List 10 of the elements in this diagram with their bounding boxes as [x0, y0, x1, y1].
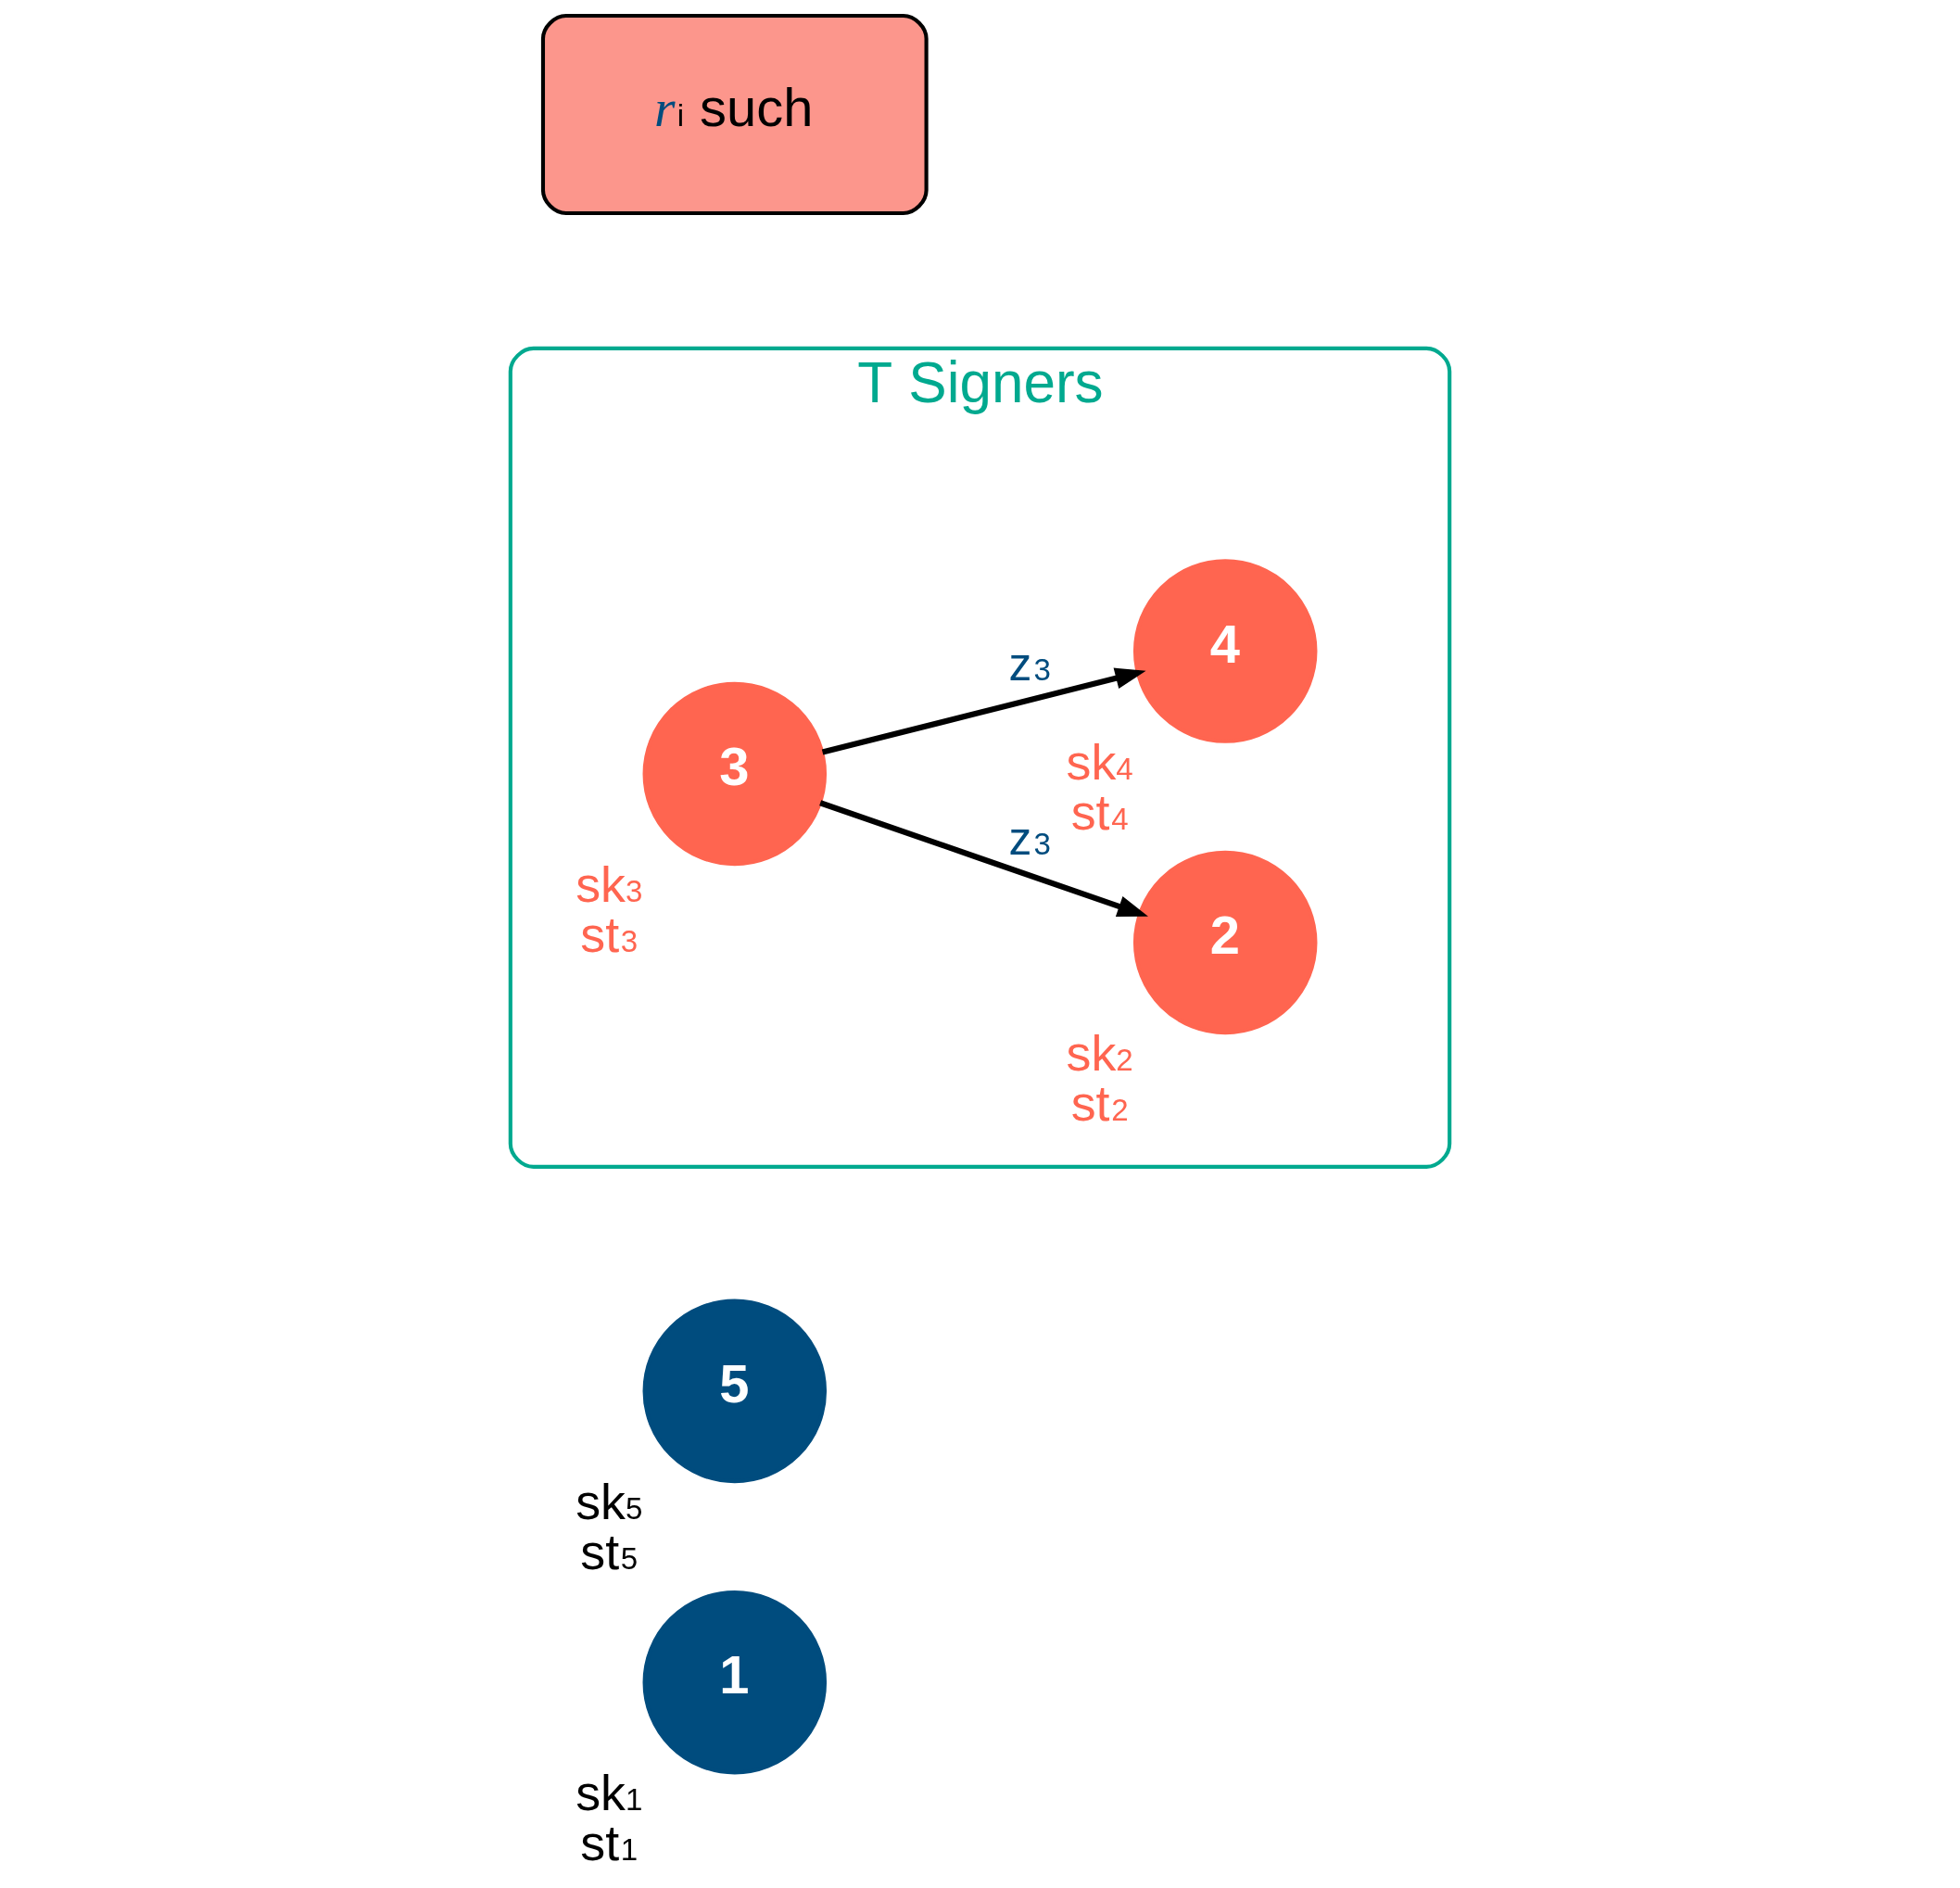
- edge-label: z3: [1008, 813, 1051, 866]
- node-circle: 3: [642, 681, 828, 867]
- node-circle: 4: [1132, 559, 1318, 743]
- edge-label: z3: [1008, 639, 1051, 691]
- arrow: [821, 667, 1146, 755]
- node-circle: 2: [1132, 850, 1318, 1035]
- node-circle: 5: [642, 1299, 828, 1484]
- node-circle: 1: [642, 1590, 828, 1775]
- arrow: [819, 800, 1148, 917]
- node-box: ri such: [540, 13, 929, 216]
